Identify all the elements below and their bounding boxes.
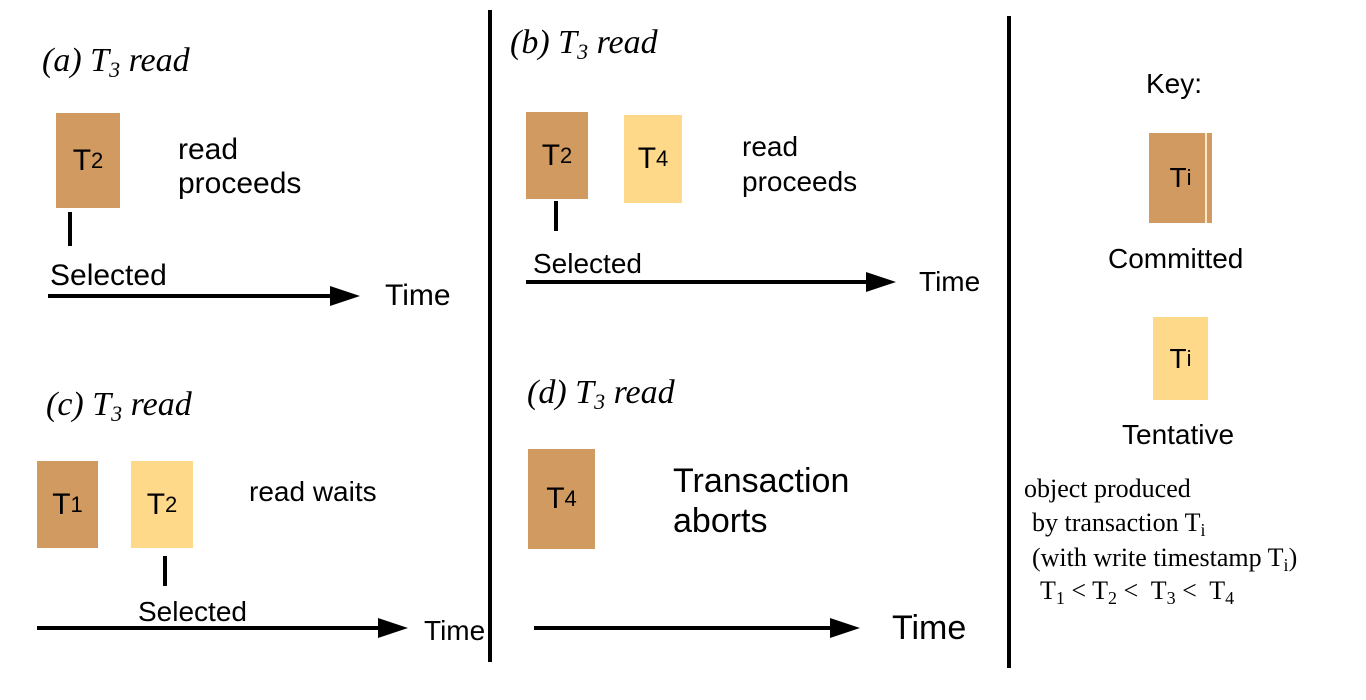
panel-d-outcome: Transaction aborts [673,462,850,540]
panel-c-time-label: Time [424,615,486,646]
panel-b-outcome: read proceeds [742,131,858,197]
panel-a-heading: (a) T3 read [42,42,190,82]
panel-a-time-label: Time [385,279,451,312]
key-note-line3: (with write timestamp Ti) [1032,543,1298,575]
panel-b-time-label: Time [919,266,981,297]
key-tentative-label: Tentative [1122,419,1235,450]
panel-b-time-axis [526,280,872,284]
panel-b-selected-tick [554,201,558,231]
panel-d-time-label: Time [892,609,967,647]
panel-b-heading: (b) T3 read [510,24,658,64]
panel-a-outcome: read proceeds [178,133,302,200]
panel-c-outcome: read waits [249,476,377,507]
key-note-line2: by transaction Ti [1032,508,1206,540]
panel-b-time-arrowhead [866,272,896,292]
panel-c-heading: (c) T3 read [46,386,192,426]
panel-b-selected-label: Selected [533,248,642,279]
panel-d-heading: (d) T3 read [527,374,675,414]
divider-right [1007,16,1011,668]
key-title: Key: [1146,68,1203,99]
divider-left [488,10,492,662]
panel-a-time-axis [48,294,332,298]
panel-d-time-arrowhead [830,618,860,638]
key-note-line1: object produced [1024,474,1191,503]
panel-d-time-axis [534,626,832,630]
panel-a-selected-label: Selected [50,259,167,292]
panel-a-time-arrowhead [330,286,360,306]
key-order-line: T1 < T2 < T3 < T4 [1040,576,1235,608]
key-committed-label: Committed [1108,243,1244,274]
panel-c-time-axis [37,626,381,630]
panel-c-time-arrowhead [378,618,408,638]
panel-c-selected-label: Selected [138,596,247,627]
panel-c-selected-tick [163,556,167,586]
panel-a-selected-tick [68,212,72,246]
